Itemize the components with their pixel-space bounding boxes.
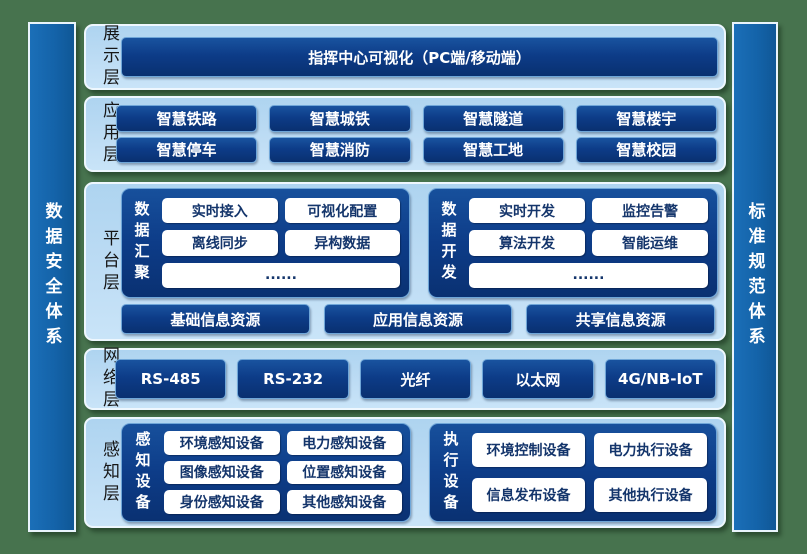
app-item-smart-worksite: 智慧工地 <box>422 136 564 163</box>
development-item-monitoring-alert: 监控告警 <box>592 198 708 224</box>
data-security-pillar: 数据安全体系 <box>28 22 76 532</box>
data-aggregation-label-wrap: 数据汇聚 <box>122 189 162 297</box>
layer-panel-perception: 感知层 感知设备 环境感知设备 电力感知设备 图像感知设备 位置感知设备 身份感… <box>84 417 726 528</box>
resource-item-shared-info: 共享信息资源 <box>526 304 715 334</box>
data-aggregation-group: 数据汇聚 实时接入 可视化配置 离线同步 异构数据 ...... <box>121 188 410 298</box>
aggregation-item-visual-config: 可视化配置 <box>284 198 400 224</box>
layer-panel-display: 展示层 指挥中心可视化（PC端/移动端） <box>84 24 726 90</box>
layer-label-perception: 感知层 <box>99 439 119 506</box>
data-development-grid: 实时开发 监控告警 算法开发 智能运维 ...... <box>469 189 717 297</box>
sensing-item-power: 电力感知设备 <box>286 431 402 455</box>
app-item-smart-tunnel: 智慧隧道 <box>422 105 564 132</box>
command-center-visualization-box: 指挥中心可视化（PC端/移动端） <box>121 37 718 77</box>
execution-devices-grid: 环境控制设备 电力执行设备 信息发布设备 其他执行设备 <box>472 424 716 521</box>
standards-pillar: 标准规范体系 <box>732 22 778 532</box>
aggregation-item-heterogeneous-data: 异构数据 <box>284 230 400 256</box>
sensing-item-identity: 身份感知设备 <box>164 490 280 514</box>
layer-label-platform: 平台层 <box>99 228 119 295</box>
resource-item-basic-info: 基础信息资源 <box>121 304 310 334</box>
app-item-smart-firefighting: 智慧消防 <box>269 136 411 163</box>
app-item-smart-campus: 智慧校园 <box>575 136 717 163</box>
data-aggregation-label: 数据汇聚 <box>132 201 151 285</box>
sensing-devices-label: 感知设备 <box>133 430 152 515</box>
app-item-smart-parking: 智慧停车 <box>116 136 258 163</box>
network-item-fiber: 光纤 <box>359 359 472 399</box>
data-security-pillar-label: 数据安全体系 <box>41 202 62 352</box>
execution-item-information-release: 信息发布设备 <box>472 478 585 512</box>
aggregation-item-offline-sync: 离线同步 <box>162 230 278 256</box>
execution-devices-label: 执行设备 <box>441 430 460 515</box>
aggregation-item-realtime-ingest: 实时接入 <box>162 198 278 224</box>
sensing-item-environment: 环境感知设备 <box>164 431 280 455</box>
development-item-intelligent-ops: 智能运维 <box>592 230 708 256</box>
layer-panel-application: 应用层 智慧铁路 智慧城铁 智慧隧道 智慧楼宇 智慧停车 智慧消防 智慧工地 智… <box>84 96 726 172</box>
development-item-ellipsis: ...... <box>469 262 708 288</box>
network-item-4g-nbiot: 4G/NB-IoT <box>604 359 716 399</box>
execution-devices-label-wrap: 执行设备 <box>430 424 472 521</box>
network-item-ethernet: 以太网 <box>482 359 594 399</box>
layer-panel-network: 网络层 RS-485 RS-232 光纤 以太网 4G/NB-IoT <box>84 346 726 412</box>
app-item-smart-metro: 智慧城铁 <box>269 105 411 132</box>
sensing-devices-label-wrap: 感知设备 <box>122 424 164 521</box>
execution-item-power-execution: 电力执行设备 <box>594 433 707 467</box>
data-development-label: 数据开发 <box>439 201 458 285</box>
data-aggregation-grid: 实时接入 可视化配置 离线同步 异构数据 ...... <box>162 189 409 297</box>
standards-pillar-label: 标准规范体系 <box>744 202 765 352</box>
development-item-realtime-dev: 实时开发 <box>469 198 585 224</box>
resource-item-application-info: 应用信息资源 <box>323 304 513 334</box>
app-item-smart-railway: 智慧铁路 <box>116 105 258 132</box>
network-grid: RS-485 RS-232 光纤 以太网 4G/NB-IoT <box>115 359 716 399</box>
aggregation-item-ellipsis: ...... <box>162 262 400 288</box>
development-item-algorithm-dev: 算法开发 <box>469 230 585 256</box>
data-development-label-wrap: 数据开发 <box>429 189 469 297</box>
information-resources-row: 基础信息资源 应用信息资源 共享信息资源 <box>121 304 715 334</box>
application-grid: 智慧铁路 智慧城铁 智慧隧道 智慧楼宇 智慧停车 智慧消防 智慧工地 智慧校园 <box>116 105 717 163</box>
app-item-smart-building: 智慧楼宇 <box>575 105 717 132</box>
execution-item-other-execution: 其他执行设备 <box>594 478 707 512</box>
sensing-item-other: 其他感知设备 <box>286 490 402 514</box>
network-item-rs232: RS-232 <box>237 359 349 399</box>
layer-label-application: 应用层 <box>99 101 119 167</box>
layer-label-display: 展示层 <box>99 24 119 90</box>
execution-item-environment-control: 环境控制设备 <box>472 433 585 467</box>
execution-devices-group: 执行设备 环境控制设备 电力执行设备 信息发布设备 其他执行设备 <box>429 423 717 522</box>
network-item-rs485: RS-485 <box>115 359 227 399</box>
layer-label-network: 网络层 <box>99 346 119 412</box>
sensing-devices-group: 感知设备 环境感知设备 电力感知设备 图像感知设备 位置感知设备 身份感知设备 … <box>121 423 411 522</box>
layer-panel-platform: 平台层 数据汇聚 实时接入 可视化配置 离线同步 异构数据 ...... 数据开… <box>84 182 726 341</box>
sensing-item-image: 图像感知设备 <box>164 460 280 485</box>
data-development-group: 数据开发 实时开发 监控告警 算法开发 智能运维 ...... <box>428 188 718 298</box>
sensing-devices-grid: 环境感知设备 电力感知设备 图像感知设备 位置感知设备 身份感知设备 其他感知设… <box>164 424 410 521</box>
sensing-item-location: 位置感知设备 <box>286 460 402 485</box>
